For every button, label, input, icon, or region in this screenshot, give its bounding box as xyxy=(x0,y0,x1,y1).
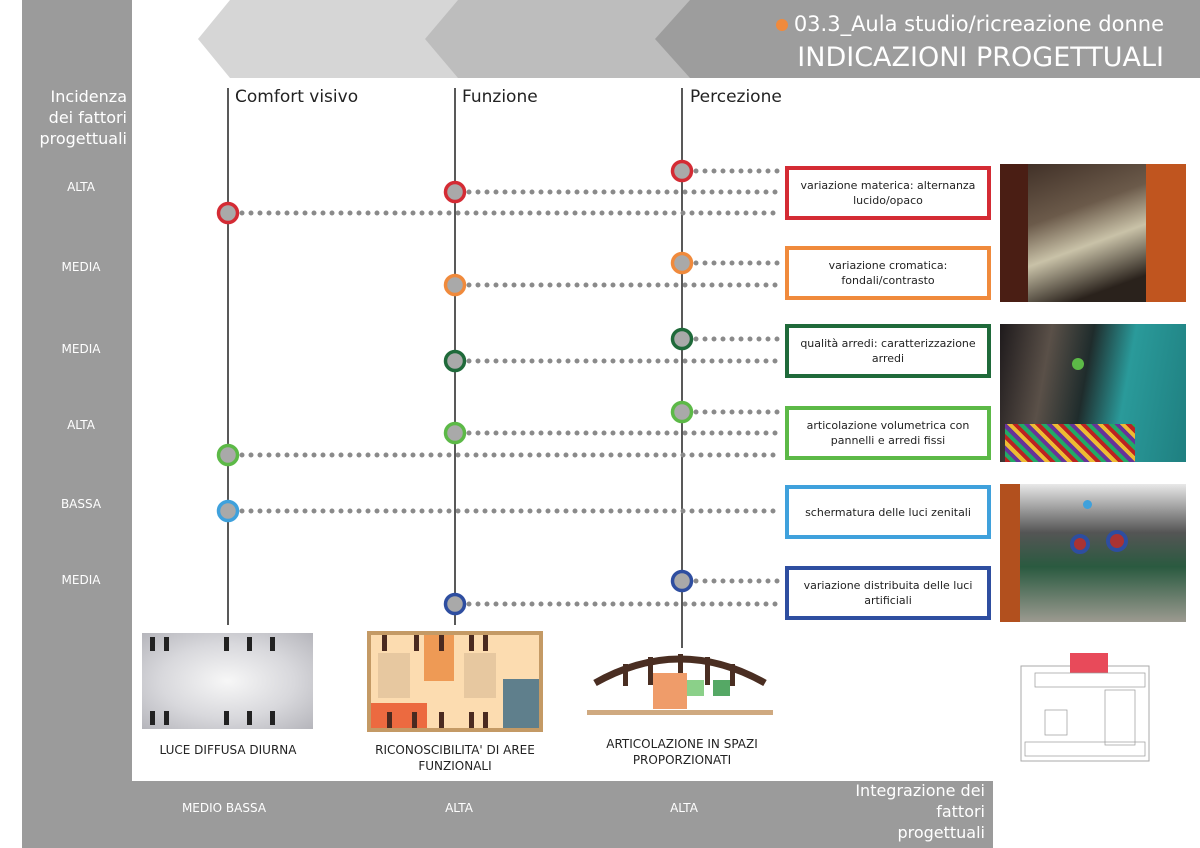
factor-node xyxy=(670,327,694,351)
column-header-comfort: Comfort visivo xyxy=(235,87,359,107)
factor-node xyxy=(443,349,467,373)
factor-diagram xyxy=(216,88,785,648)
bottom-axis-title: Integrazione dei fattori progettuali xyxy=(855,781,985,842)
level-label: MEDIA xyxy=(61,260,101,274)
factor-node xyxy=(443,273,467,297)
level-label: ALTA xyxy=(67,418,95,432)
column-header-percezione: Percezione xyxy=(690,87,782,107)
integration-funzione: ALTA xyxy=(445,801,473,815)
factor-box: articolazione volumetrica con pannelli e… xyxy=(785,406,991,460)
factor-node xyxy=(216,443,240,467)
functional-areas-diagram xyxy=(367,631,543,732)
left-band xyxy=(22,0,132,848)
level-label: MEDIA xyxy=(61,342,101,356)
proportioned-spaces-diagram xyxy=(587,654,773,715)
factor-node xyxy=(670,569,694,593)
factor-node xyxy=(443,592,467,616)
factor-node xyxy=(443,180,467,204)
factor-node xyxy=(670,251,694,275)
factor-box: schermatura delle luci zenitali xyxy=(785,485,991,539)
caption-articolazione: ARTICOLAZIONE IN SPAZI PROPORZIONATI xyxy=(606,737,758,767)
left-axis-title: Incidenza dei fattori progettuali xyxy=(39,87,127,148)
factor-box: variazione cromatica: fondali/contrasto xyxy=(785,246,991,300)
factor-node xyxy=(670,159,694,183)
render-photo-3 xyxy=(1000,484,1186,622)
factor-label: variazione materica: alternanza lucido/o… xyxy=(800,179,976,207)
factor-box: variazione materica: alternanza lucido/o… xyxy=(785,166,991,220)
caption-luce-diffusa: LUCE DIFFUSA DIURNA xyxy=(159,743,297,757)
factor-box: variazione distribuita delle luci artifi… xyxy=(785,566,991,620)
factor-label: qualità arredi: caratterizzazione arredi xyxy=(800,337,976,365)
factor-node xyxy=(216,201,240,225)
bullet-icon xyxy=(775,19,788,31)
header-chevrons xyxy=(198,0,1200,78)
factor-label: variazione cromatica: fondali/contrasto xyxy=(828,259,948,287)
bottom-band xyxy=(22,781,993,848)
factor-node xyxy=(216,499,240,523)
integration-comfort: MEDIO BASSA xyxy=(181,801,267,815)
factor-box: qualità arredi: caratterizzazione arredi xyxy=(785,324,991,378)
integration-percezione: ALTA xyxy=(670,801,698,815)
column-header-funzione: Funzione xyxy=(462,87,538,107)
factor-node xyxy=(443,421,467,445)
page-title: INDICAZIONI PROGETTUALI xyxy=(797,42,1164,73)
factor-node xyxy=(670,400,694,424)
diffuse-light-diagram xyxy=(142,633,313,729)
floor-plan-map xyxy=(1020,653,1150,762)
render-photo-2 xyxy=(1000,324,1186,462)
factor-label: schermatura delle luci zenitali xyxy=(805,505,971,519)
level-label: BASSA xyxy=(60,497,102,511)
section-code-title: 03.3_Aula studio/ricreazione donne xyxy=(775,12,1164,36)
caption-riconoscibilita: RICONOSCIBILITA' DI AREE FUNZIONALI xyxy=(375,743,535,773)
level-label: MEDIA xyxy=(61,573,101,587)
factor-label: variazione distribuita delle luci artifi… xyxy=(803,579,973,607)
factor-label: articolazione volumetrica con pannelli e… xyxy=(806,419,970,447)
render-photo-1 xyxy=(1000,164,1186,302)
level-label: ALTA xyxy=(67,180,95,194)
